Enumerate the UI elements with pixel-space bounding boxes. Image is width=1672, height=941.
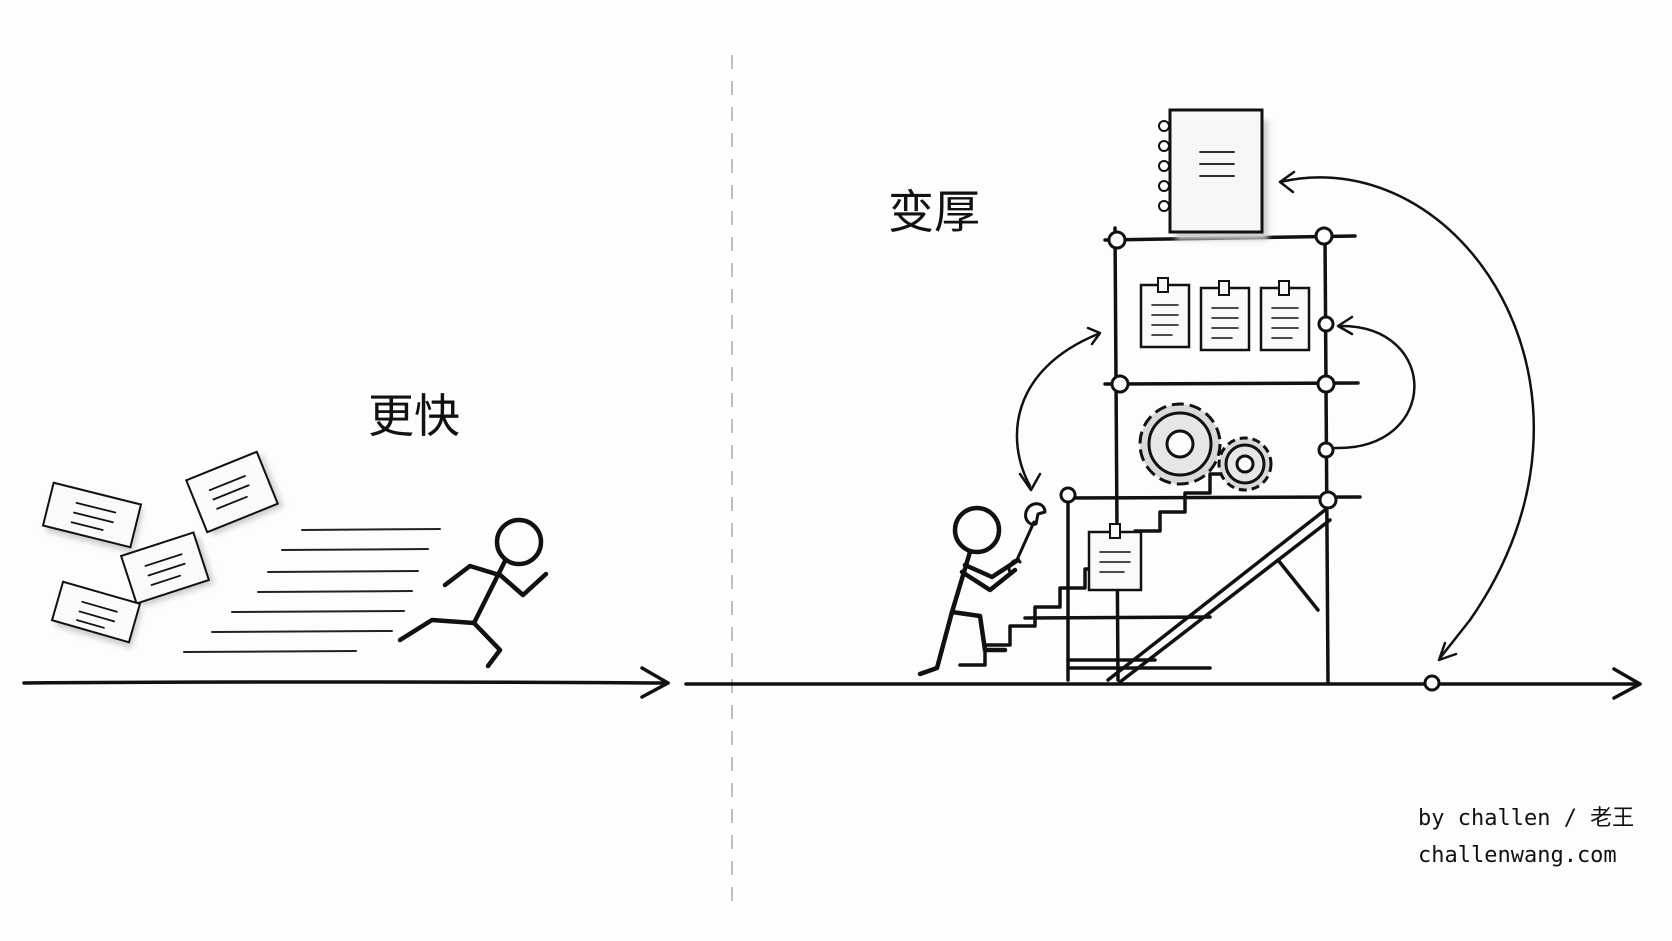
- pinned-notes: [1087, 277, 1311, 592]
- pinned-note: [1087, 523, 1143, 592]
- credit-block: by challen / 老王 challenwang.com: [1418, 806, 1634, 868]
- arrow-left-loop: [1015, 332, 1100, 488]
- paper-sheet: [41, 481, 144, 554]
- arrow-right-loop: [1333, 324, 1416, 450]
- gears: [1138, 402, 1273, 492]
- timeline-node: [1423, 674, 1441, 692]
- right-panel-label: 变厚: [888, 185, 980, 239]
- gear-icon: [1138, 402, 1222, 486]
- pinned-note: [1199, 280, 1251, 352]
- pinned-note: [1259, 280, 1311, 352]
- builder-stick-figure: [917, 505, 1021, 677]
- right-timeline-arrow: [684, 667, 1642, 700]
- running-stick-figure: [397, 517, 549, 669]
- credit-site: challenwang.com: [1418, 843, 1617, 868]
- flying-papers: [41, 450, 284, 649]
- credit-byline: by challen / 老王: [1418, 806, 1634, 831]
- notebook: [1158, 108, 1268, 240]
- wrench-icon: [1007, 502, 1047, 574]
- left-timeline-arrow: [22, 666, 670, 699]
- speed-lines: [183, 528, 441, 653]
- feedback-arrows: [1015, 170, 1536, 662]
- paper-sheet: [119, 531, 215, 608]
- arrow-big-loop: [1278, 176, 1536, 660]
- right-panel: 变厚: [684, 108, 1642, 700]
- paper-sheet: [184, 450, 284, 536]
- left-panel-label: 更快: [368, 389, 460, 443]
- left-panel: 更快: [22, 389, 670, 699]
- pinned-note: [1139, 277, 1191, 349]
- gear-icon: [1217, 436, 1273, 492]
- scaffolding-tower: [958, 226, 1362, 684]
- scaffold-joints: [1059, 226, 1338, 510]
- paper-sheet: [50, 580, 143, 649]
